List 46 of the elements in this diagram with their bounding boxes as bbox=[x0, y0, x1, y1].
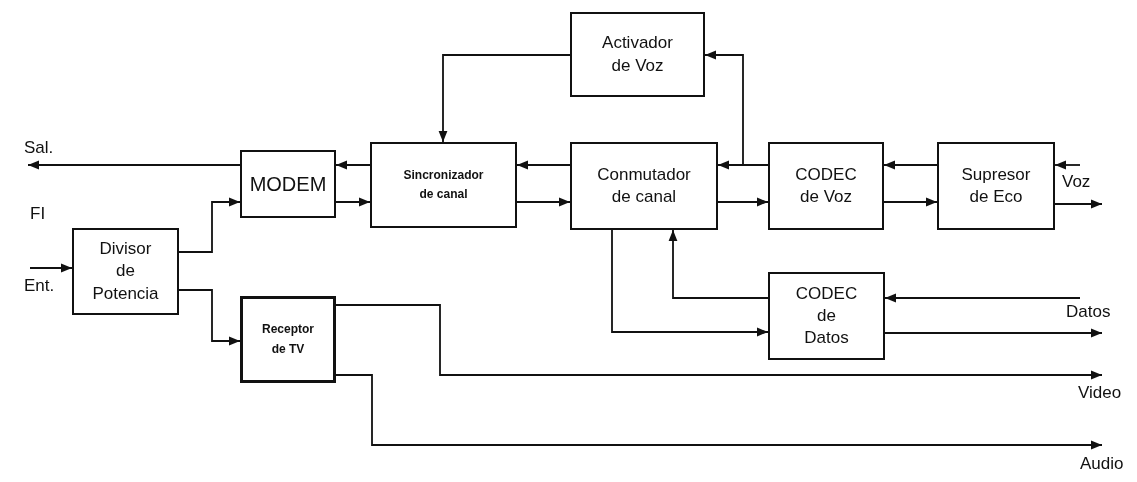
arrow bbox=[717, 197, 769, 207]
arrow bbox=[335, 197, 371, 207]
arrow bbox=[1054, 199, 1103, 209]
process-box bbox=[937, 142, 1055, 230]
signal-label: Datos bbox=[1066, 302, 1111, 322]
process-box bbox=[370, 142, 517, 228]
arrow bbox=[178, 197, 241, 253]
process-box bbox=[72, 228, 179, 315]
box-label: CODEC de Datos bbox=[795, 282, 858, 350]
box-label: Activador de Voz bbox=[602, 32, 673, 77]
box-label: Receptor de TV bbox=[262, 321, 314, 358]
box-label: Supresor de Eco bbox=[961, 163, 1031, 208]
arrow bbox=[883, 160, 938, 170]
arrow bbox=[883, 197, 938, 207]
arrow bbox=[668, 229, 769, 299]
arrow bbox=[178, 289, 241, 346]
box-label: Sincronizador de canal bbox=[403, 166, 484, 203]
process-box bbox=[768, 142, 884, 230]
signal-label: Audio bbox=[1080, 454, 1124, 474]
box-label: Conmutador de canal bbox=[597, 163, 691, 208]
signal-label: Voz bbox=[1062, 172, 1091, 192]
arrow bbox=[335, 160, 371, 170]
arrow bbox=[704, 50, 769, 166]
process-box bbox=[240, 296, 336, 383]
process-box bbox=[570, 142, 718, 230]
box-label: MODEM bbox=[249, 172, 327, 197]
arrow bbox=[335, 304, 1103, 380]
process-box bbox=[240, 150, 336, 218]
arrow bbox=[335, 374, 1103, 450]
arrow bbox=[438, 54, 571, 143]
arrow bbox=[884, 328, 1103, 338]
process-box bbox=[768, 272, 885, 360]
process-box bbox=[570, 12, 705, 97]
arrow bbox=[1054, 160, 1081, 170]
box-label: CODEC de Voz bbox=[795, 163, 857, 208]
arrow bbox=[884, 293, 1081, 303]
box-label: Divisor de Potencia bbox=[92, 238, 159, 305]
arrow bbox=[27, 160, 241, 170]
arrow bbox=[611, 229, 769, 337]
signal-label: Video bbox=[1078, 383, 1122, 403]
arrow bbox=[516, 160, 571, 170]
signal-label: Sal. bbox=[24, 138, 54, 158]
arrow bbox=[29, 263, 73, 273]
arrow bbox=[516, 197, 571, 207]
signal-label: Ent. bbox=[24, 276, 55, 296]
signal-label: FI bbox=[30, 204, 46, 224]
